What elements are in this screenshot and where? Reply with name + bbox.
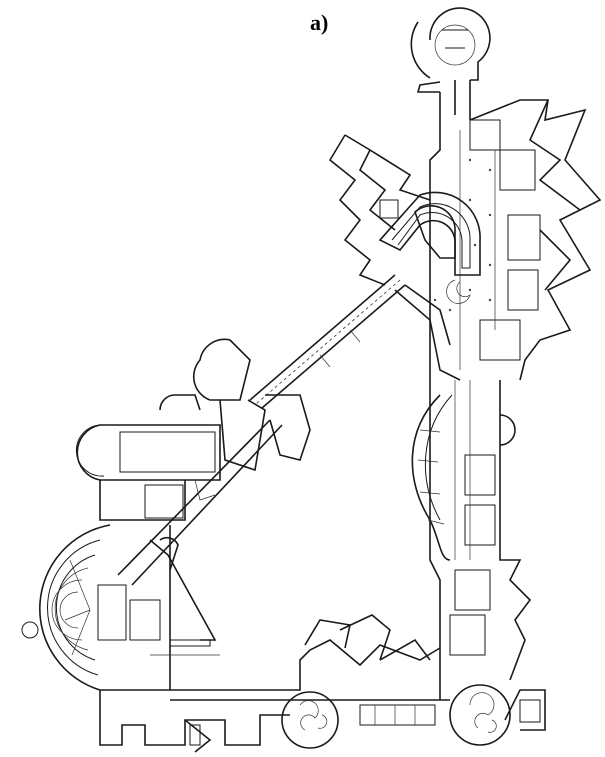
central-hall: [328, 134, 481, 304]
courtyard-bench: [150, 639, 220, 656]
southeast-block: [429, 380, 532, 700]
west-wing: [76, 338, 311, 521]
diagonal-corridor: [249, 274, 461, 409]
south-wing: [99, 614, 450, 753]
panel-label: a): [310, 10, 329, 35]
auditorium: [21, 524, 171, 691]
south-pavilions: [281, 684, 546, 749]
curved-gallery: [411, 394, 453, 561]
east-wing: [429, 92, 602, 381]
north-tower: [410, 7, 491, 120]
